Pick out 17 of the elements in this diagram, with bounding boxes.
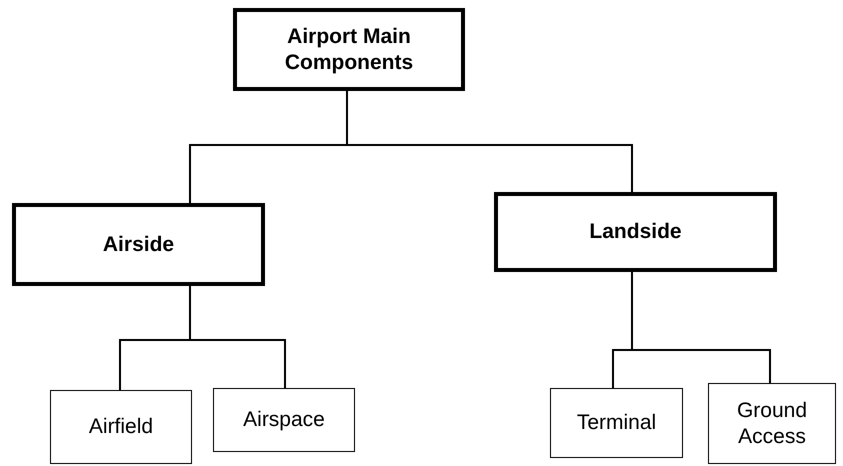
category-box bbox=[12, 203, 265, 286]
box-label: Ground Access bbox=[736, 398, 808, 450]
component-box bbox=[50, 390, 192, 464]
connector-line bbox=[346, 91, 633, 192]
box-label: Terminal bbox=[576, 410, 656, 436]
component-box bbox=[550, 388, 683, 458]
box-label: Airspace bbox=[243, 407, 325, 433]
box-label: Airfield bbox=[88, 414, 154, 440]
component-box bbox=[213, 388, 355, 452]
component-box bbox=[708, 383, 836, 464]
connector-line bbox=[631, 272, 771, 383]
category-box bbox=[494, 192, 777, 272]
box-label: Airside bbox=[102, 232, 174, 258]
root-box bbox=[233, 8, 465, 91]
box-label: Landside bbox=[589, 219, 682, 245]
connector-line bbox=[189, 286, 286, 388]
box-label: Airport Main Components bbox=[284, 24, 414, 76]
